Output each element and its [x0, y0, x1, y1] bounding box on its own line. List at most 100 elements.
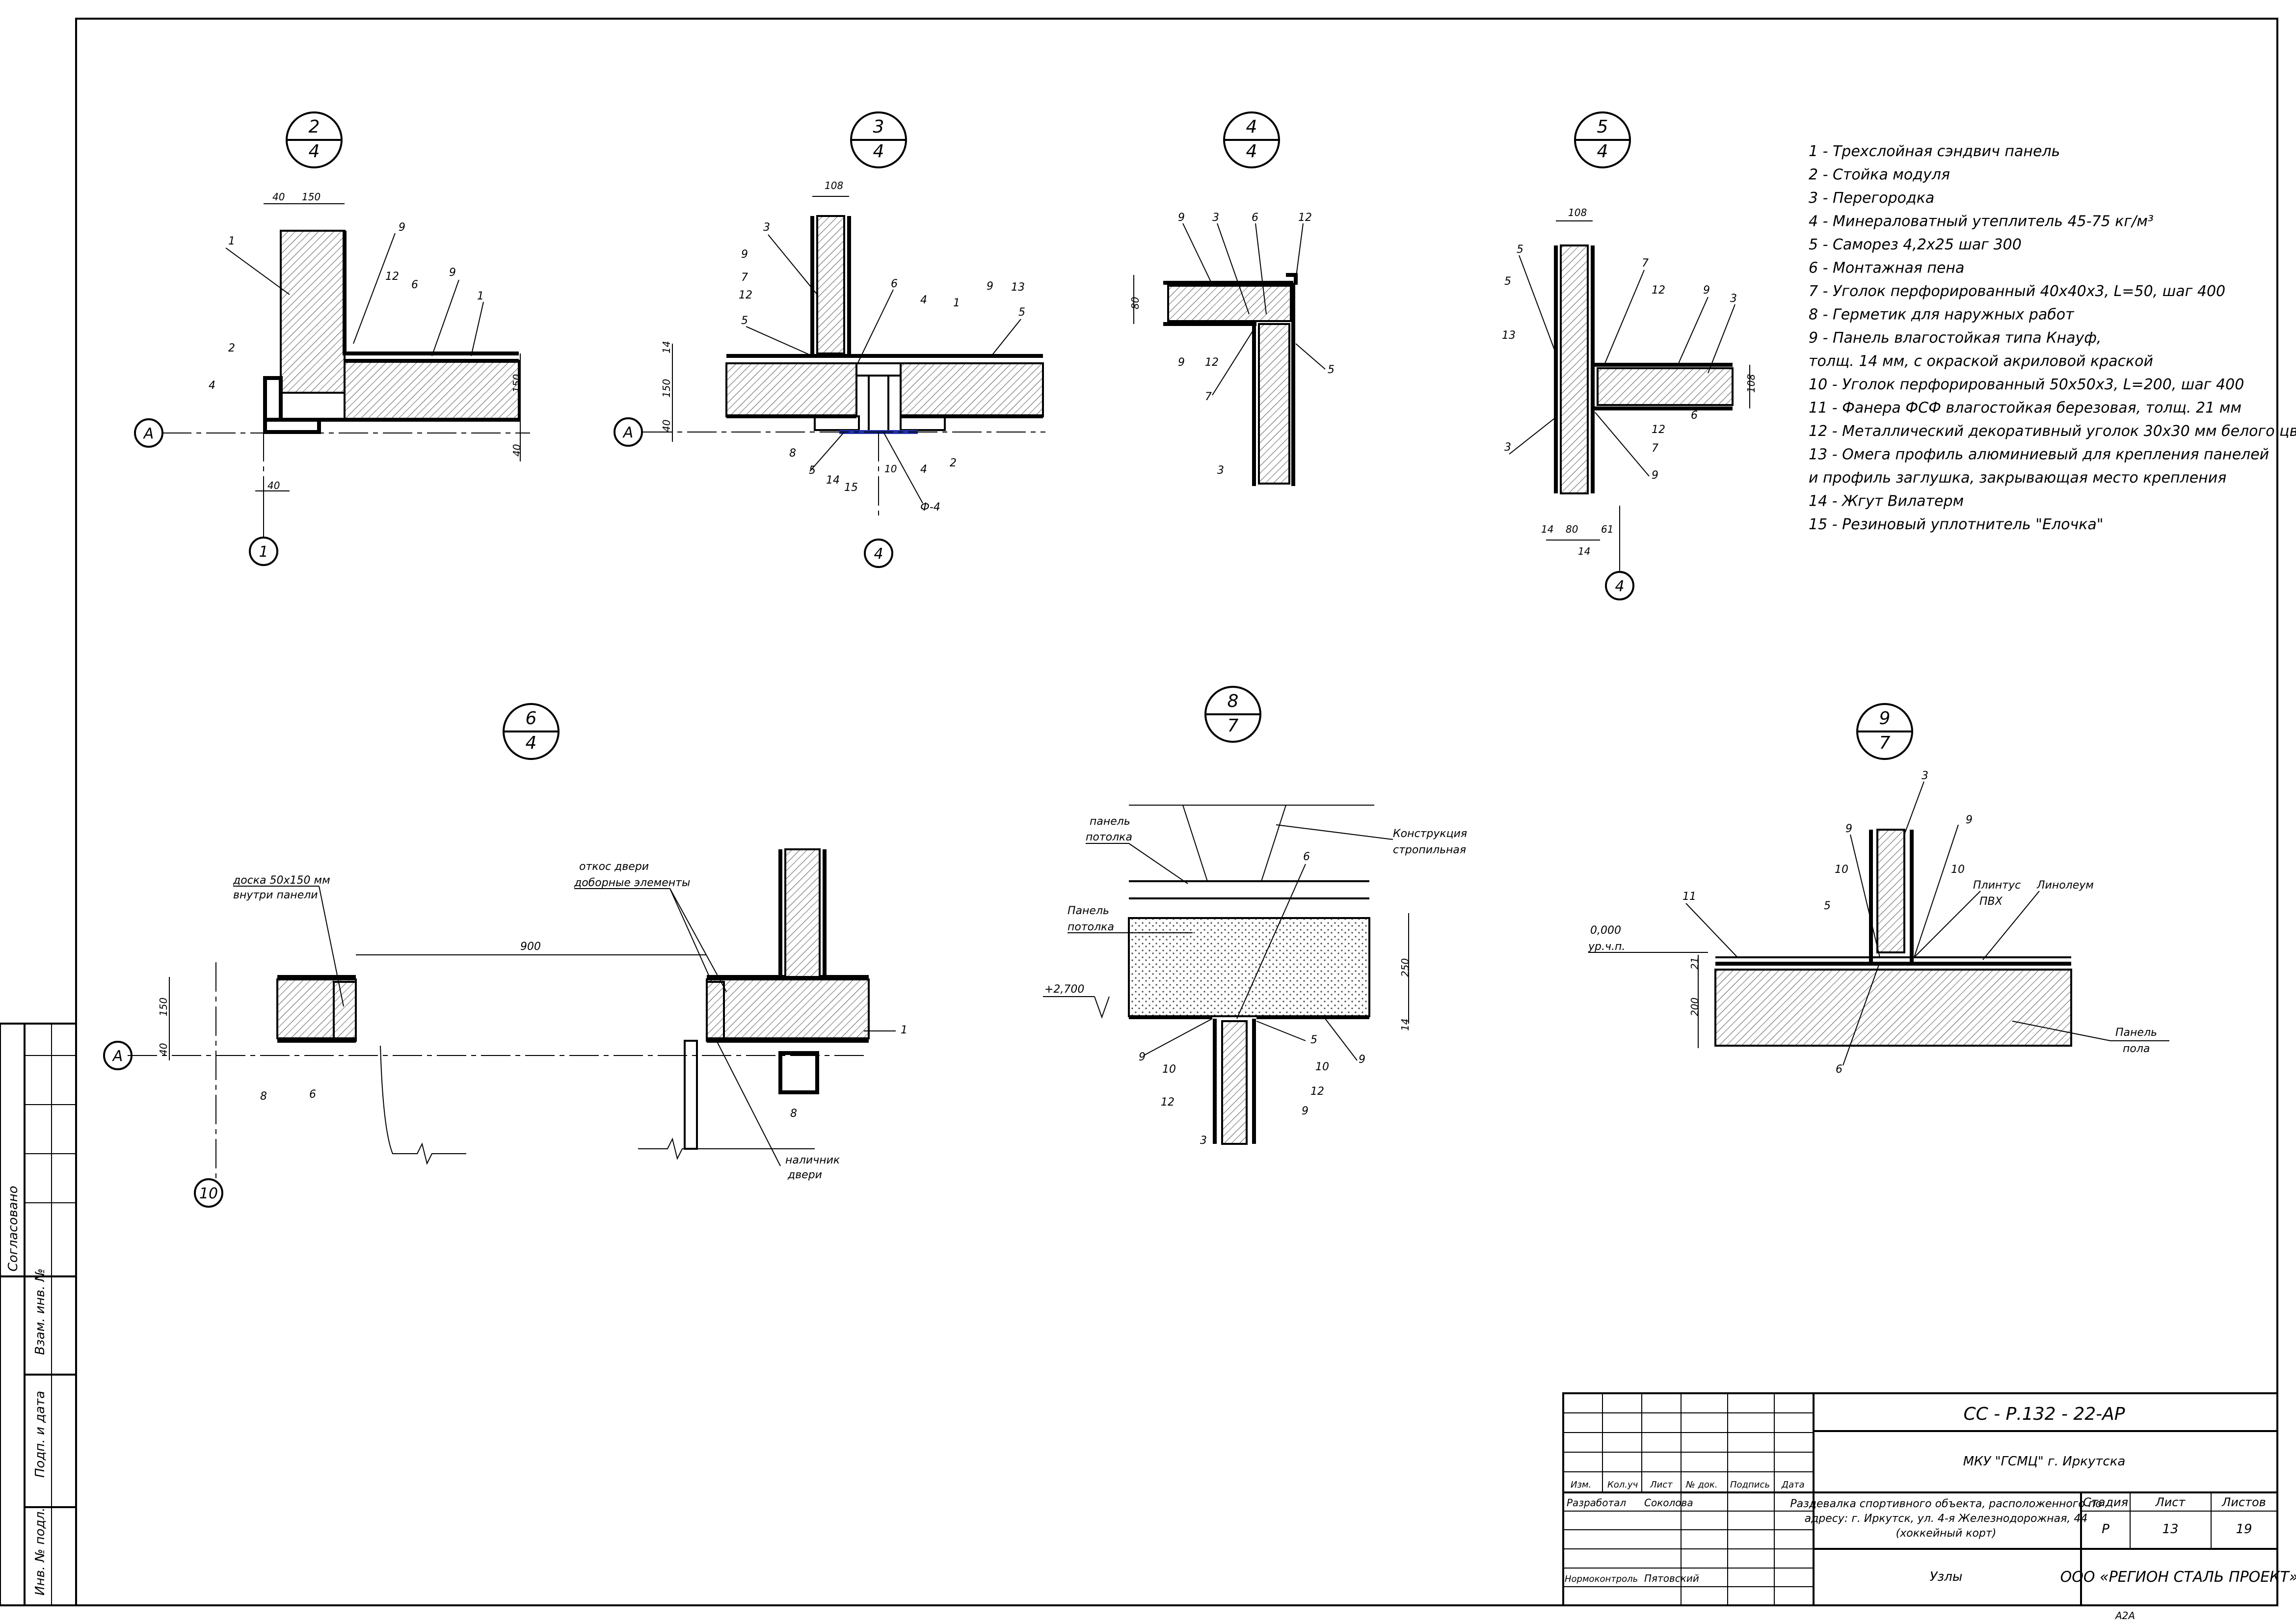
svg-text:7: 7 [1642, 257, 1649, 270]
svg-text:4: 4 [1246, 141, 1257, 162]
svg-text:9: 9 [741, 248, 748, 261]
svg-text:2: 2 [228, 342, 235, 354]
svg-text:9: 9 [987, 280, 993, 293]
svg-text:40: 40 [267, 480, 280, 491]
legend-item: 3 - Перегородка [1809, 189, 1934, 207]
svg-text:3: 3 [1212, 212, 1219, 224]
svg-text:8: 8 [790, 1108, 797, 1120]
svg-text:5: 5 [1824, 900, 1831, 912]
svg-text:40: 40 [511, 444, 523, 457]
axis-4: 4 [874, 545, 883, 563]
svg-text:10: 10 [1951, 864, 1965, 876]
node-3-4: 3 4 А 4 108 14 150 40 3 9 7 12 5 6 4 1 [614, 111, 1045, 568]
svg-text:8: 8 [260, 1090, 267, 1103]
svg-text:5: 5 [809, 464, 816, 477]
legend-item: 5 - Саморез 4,2х25 шаг 300 [1809, 236, 2022, 253]
stamp-replace-inv: Взам. инв. № [33, 1268, 48, 1355]
axis-a: А [143, 425, 154, 442]
svg-text:внутри панели: внутри панели [233, 889, 318, 901]
svg-text:10: 10 [1315, 1061, 1329, 1073]
svg-text:7: 7 [1205, 391, 1212, 403]
svg-text:8: 8 [1228, 691, 1239, 711]
svg-text:12: 12 [1310, 1085, 1324, 1098]
svg-text:9: 9 [449, 267, 456, 279]
svg-text:9: 9 [1139, 1051, 1146, 1063]
doc-code: СС - Р.132 - 22-АР [1963, 1404, 2125, 1424]
svg-text:9: 9 [1178, 212, 1185, 224]
svg-text:12: 12 [1652, 284, 1665, 297]
svg-text:5: 5 [1597, 117, 1608, 137]
floor-panel-label: Панель [2115, 1027, 2157, 1039]
svg-text:9: 9 [1359, 1054, 1365, 1066]
svg-text:40: 40 [272, 191, 285, 203]
norm-name: Пятовский [1644, 1572, 1699, 1584]
node-marker: 5 4 [1574, 111, 1631, 168]
svg-text:13: 13 [1011, 281, 1025, 294]
svg-text:двери: двери [787, 1169, 822, 1181]
hdr-change: Изм. [1571, 1480, 1591, 1490]
sheets-label: Листов [2221, 1495, 2266, 1509]
svg-text:6: 6 [1691, 409, 1698, 422]
company: ООО «РЕГИОН СТАЛЬ ПРОЕКТ» [2060, 1569, 2296, 1586]
svg-text:3: 3 [873, 117, 884, 137]
svg-text:4: 4 [309, 141, 320, 162]
svg-text:пола: пола [2123, 1043, 2150, 1055]
svg-text:9: 9 [1178, 356, 1185, 369]
svg-text:900: 900 [520, 941, 541, 953]
board-label: доска 50х150 мм [233, 874, 330, 887]
svg-text:150: 150 [158, 998, 169, 1016]
ceiling-panel-label: панель [1090, 815, 1130, 828]
legend-item: 8 - Герметик для наружных работ [1809, 306, 2075, 324]
svg-text:6: 6 [1836, 1063, 1842, 1076]
svg-text:150: 150 [661, 379, 672, 398]
svg-text:5: 5 [1504, 275, 1511, 288]
hdr-qty: Кол.уч [1607, 1480, 1638, 1490]
svg-text:12: 12 [1205, 356, 1219, 369]
svg-text:9: 9 [1703, 284, 1710, 297]
legend-item: 6 - Монтажная пена [1809, 260, 1964, 277]
svg-text:ур.ч.п.: ур.ч.п. [1588, 941, 1625, 953]
svg-text:80: 80 [1129, 297, 1141, 309]
svg-text:8: 8 [789, 447, 796, 460]
plinth-label: Плинтус [1973, 879, 2021, 892]
svg-text:стропильная: стропильная [1393, 844, 1466, 856]
stamp-sign-date: Подп. и дата [33, 1391, 48, 1478]
node-marker: 2 4 [286, 111, 343, 168]
hdr-doc: № док. [1685, 1480, 1718, 1490]
stage-value: Р [2102, 1522, 2109, 1537]
svg-text:ПВХ: ПВХ [1979, 895, 2003, 908]
svg-text:4: 4 [526, 733, 537, 753]
svg-text:4: 4 [1246, 117, 1257, 137]
svg-text:1: 1 [228, 235, 235, 247]
stage-label: Стадия [2083, 1495, 2128, 1509]
svg-text:доборные элементы: доборные элементы [574, 877, 690, 889]
svg-text:11: 11 [1682, 891, 1696, 903]
svg-text:6: 6 [411, 279, 418, 291]
legend-item: 11 - Фанера ФСФ влагостойкая березовая, … [1809, 400, 2242, 417]
svg-text:40: 40 [661, 420, 672, 432]
svg-text:200: 200 [1689, 998, 1701, 1016]
linoleum-label: Линолеум [2036, 879, 2094, 892]
axis-a: А [622, 424, 634, 441]
svg-text:9: 9 [1302, 1105, 1308, 1117]
svg-text:15: 15 [844, 482, 858, 494]
svg-text:108: 108 [825, 180, 843, 191]
svg-text:7: 7 [741, 271, 748, 284]
door-slope-label: откос двери [579, 861, 649, 873]
svg-text:2: 2 [309, 117, 320, 137]
svg-text:61: 61 [1601, 523, 1613, 535]
object-line-1: Раздевалка спортивного объекта, располож… [1790, 1498, 2102, 1510]
node-2-4: 2 4 А 1 40 150 40 150 40 1 2 4 9 12 6 9 … [134, 111, 530, 566]
legend-item: 4 - Минераловатный утеплитель 45-75 кг/м… [1809, 213, 2154, 230]
sheets-value: 19 [2236, 1522, 2252, 1537]
axis-4: 4 [1615, 578, 1624, 595]
axis-10: 10 [199, 1185, 218, 1202]
hdr-date: Дата [1781, 1480, 1805, 1490]
axis-1: 1 [259, 543, 268, 561]
svg-text:80: 80 [1566, 523, 1578, 535]
svg-text:1: 1 [901, 1024, 908, 1036]
svg-text:250: 250 [1399, 958, 1411, 977]
svg-text:потолка: потолка [1086, 831, 1132, 843]
hdr-sign: Подпись [1730, 1480, 1770, 1490]
